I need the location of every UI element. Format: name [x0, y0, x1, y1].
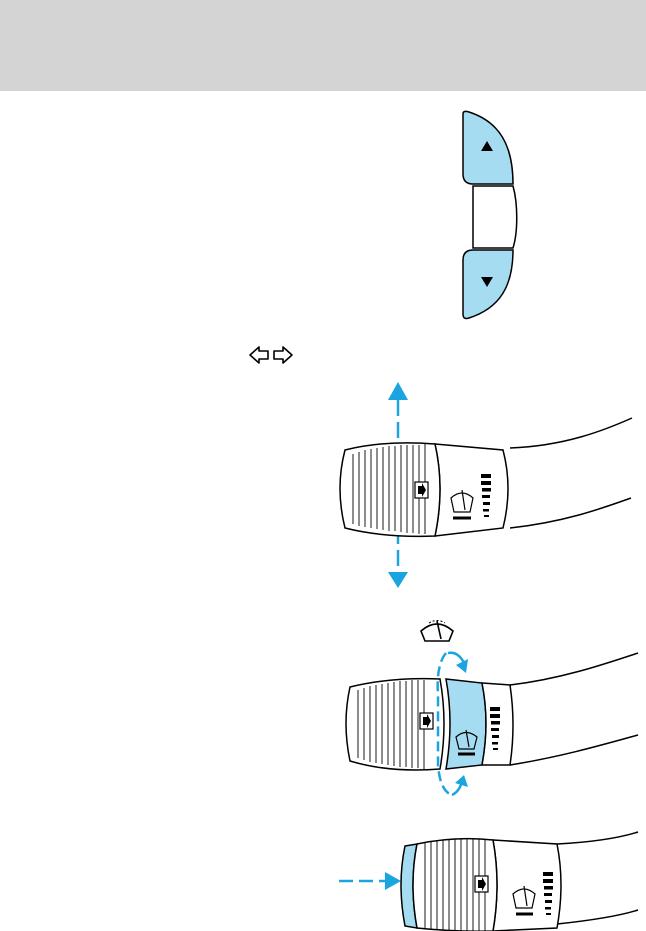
wiper-symbol-icon — [417, 615, 457, 643]
lever-up-down-figure — [325, 378, 646, 590]
left-arrow-icon — [250, 347, 268, 363]
header-band — [0, 0, 646, 91]
lever-push-figure — [335, 828, 646, 931]
wiper-rotation-figure — [340, 645, 646, 800]
rocker-switch-figure — [455, 108, 530, 323]
right-arrow-icon — [274, 347, 292, 363]
push-arrow-icon — [339, 872, 401, 890]
turn-signal-arrows — [248, 344, 294, 366]
down-arrow-icon — [388, 528, 408, 588]
up-arrow-icon — [388, 382, 408, 450]
